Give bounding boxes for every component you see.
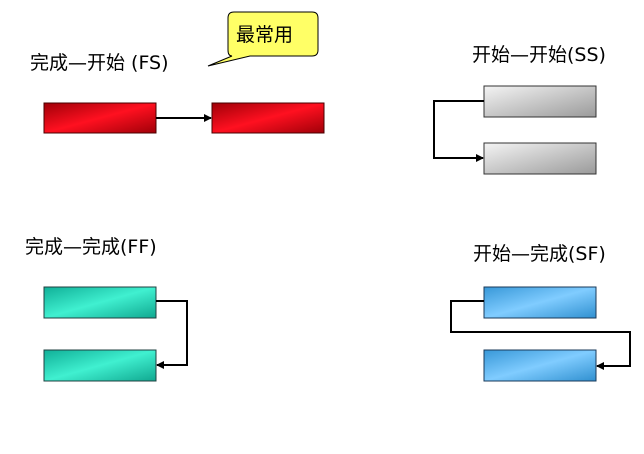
sf-predecessor-bar: [483, 286, 597, 319]
sf-successor-bar: [483, 349, 597, 382]
ff-arrow: [156, 300, 188, 369]
ss-predecessor-bar: [483, 85, 597, 118]
callout-label: 最常用: [236, 24, 294, 46]
ss-label: 开始—开始(SS): [472, 44, 606, 66]
callout-bubble: [207, 11, 319, 67]
ss-successor-bar: [483, 142, 597, 175]
sf-label: 开始—完成(SF): [473, 243, 606, 265]
fs-predecessor-bar: [43, 102, 157, 134]
ff-successor-bar: [43, 349, 157, 382]
sf-arrow: [450, 300, 631, 370]
fs-successor-bar: [211, 102, 325, 134]
fs-label: 完成—开始 (FS): [30, 52, 169, 74]
ss-arrow: [433, 100, 484, 162]
ff-label: 完成—完成(FF): [25, 236, 157, 258]
ff-predecessor-bar: [43, 286, 157, 319]
